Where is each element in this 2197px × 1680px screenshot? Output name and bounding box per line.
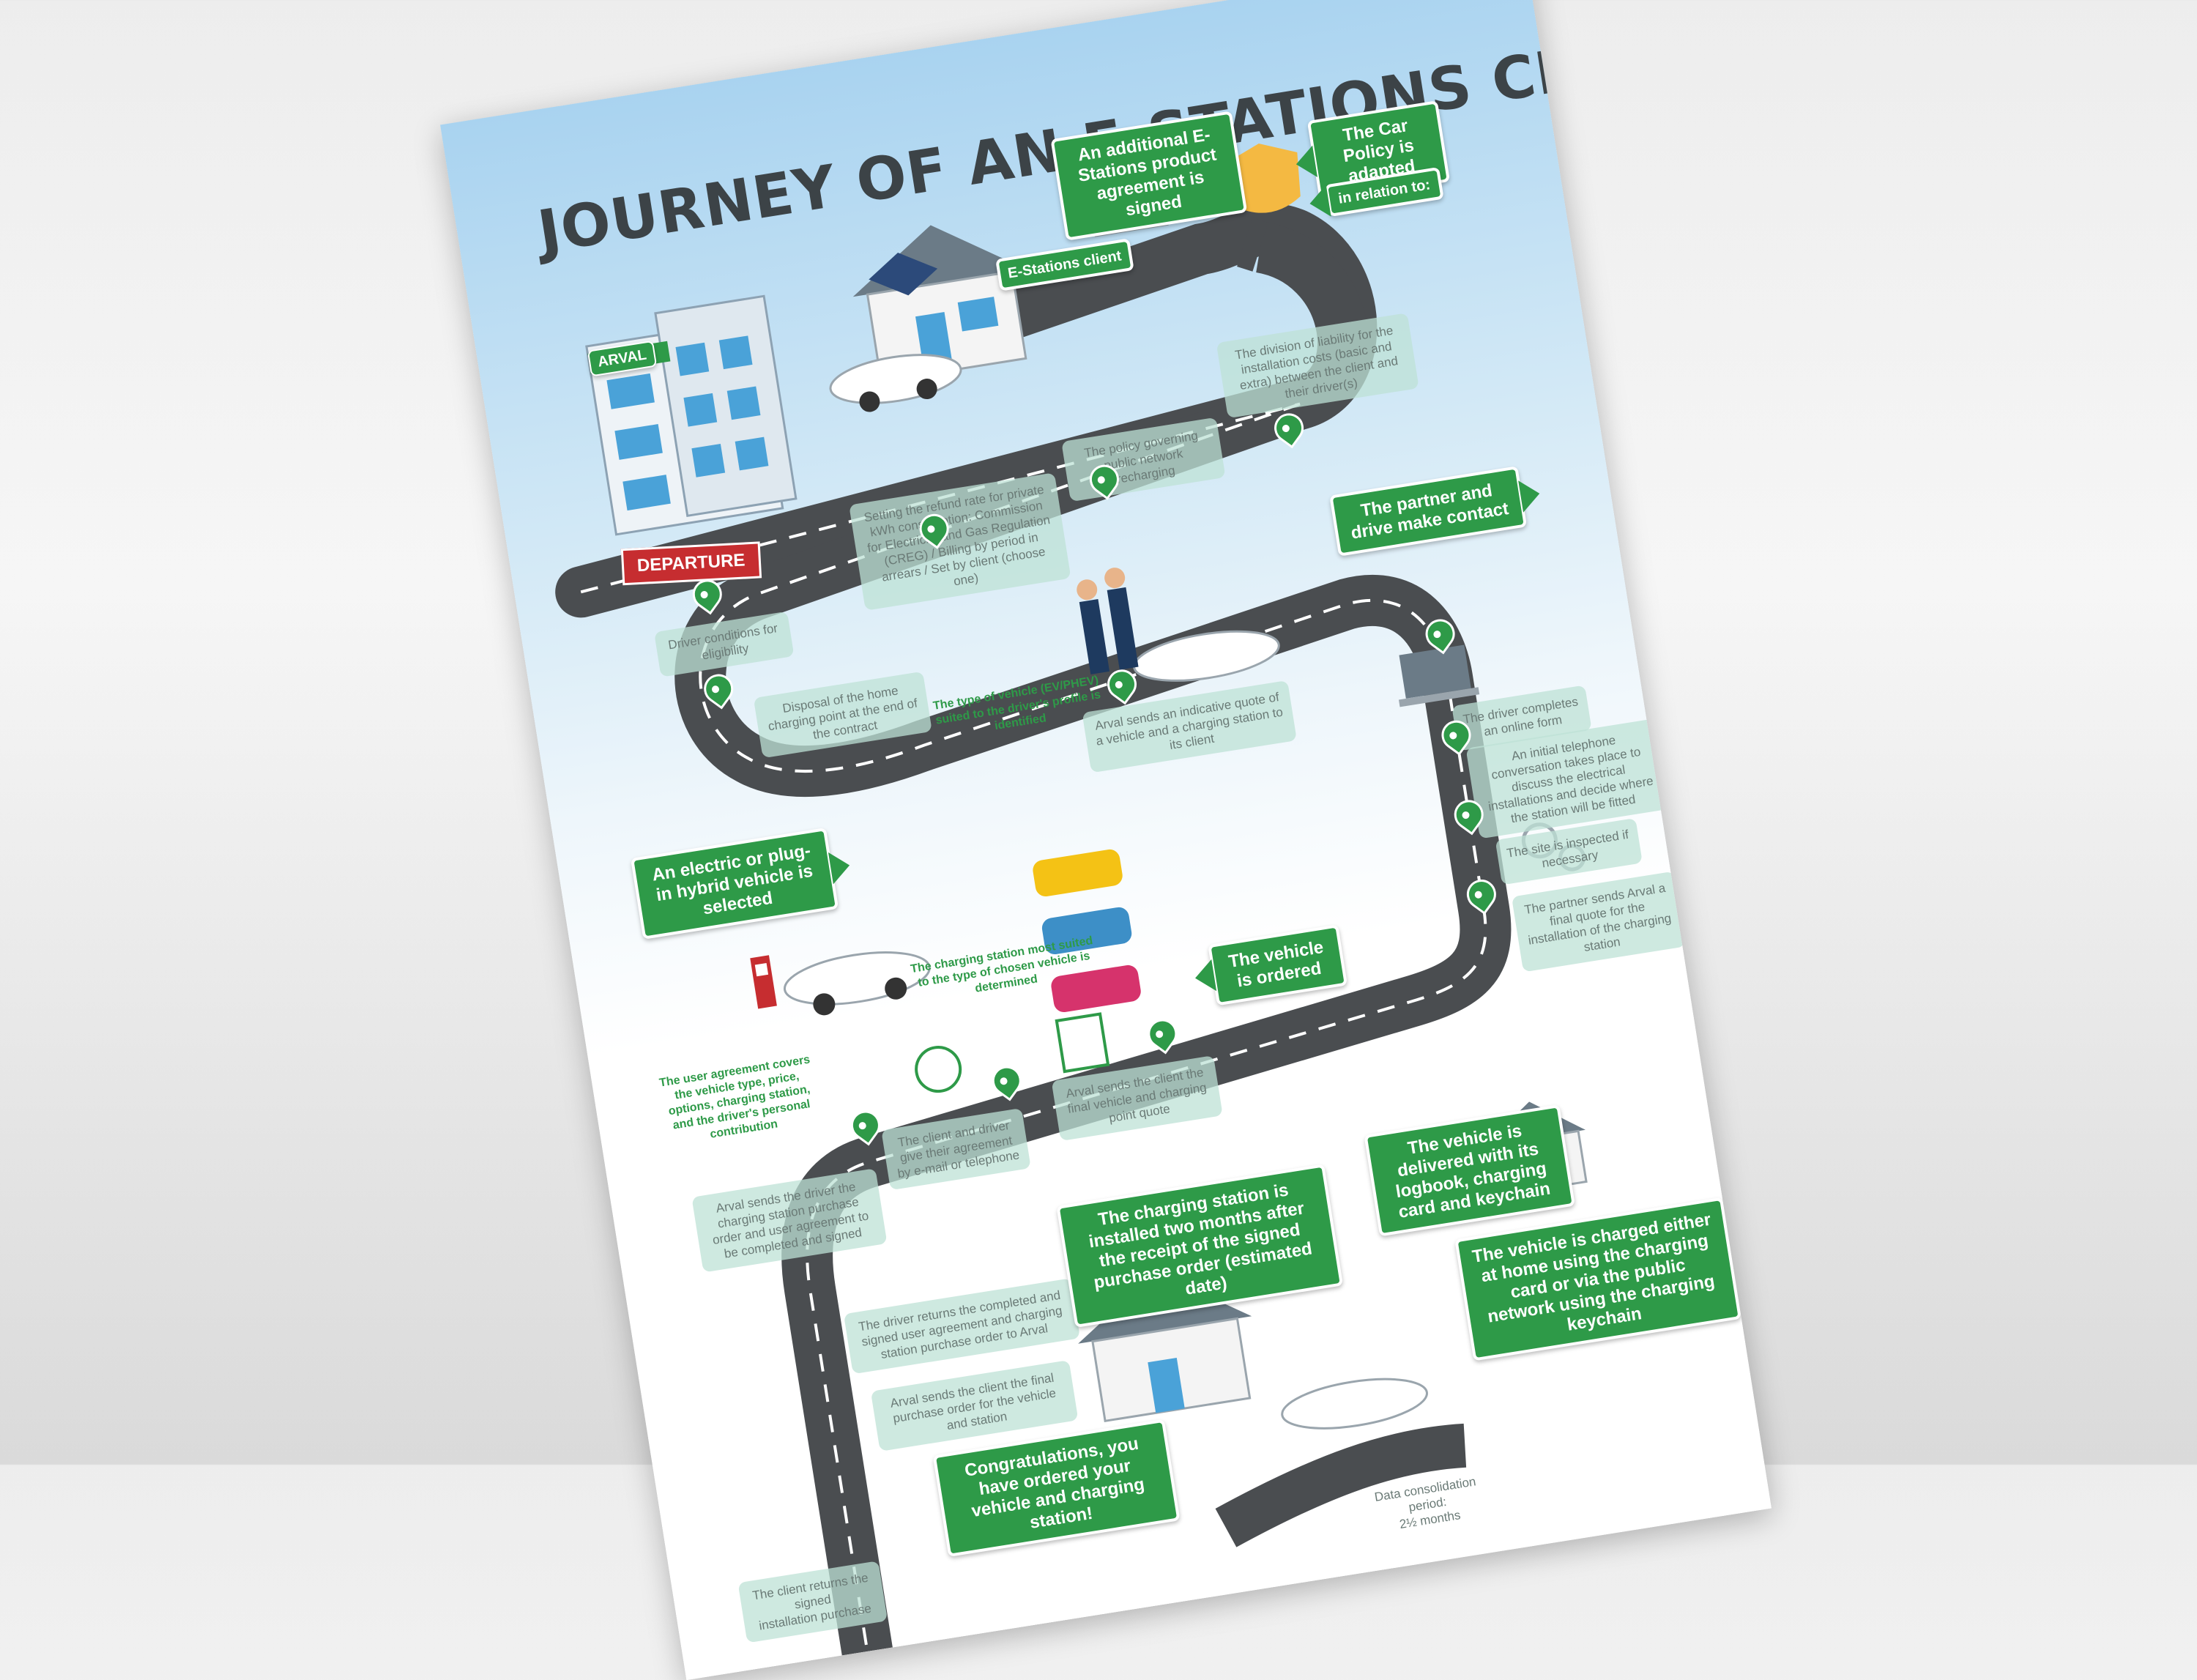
charging-station-icon <box>750 955 777 1009</box>
phone-icon <box>915 1046 962 1093</box>
cars-parking-icon <box>1033 849 1141 1013</box>
car-icon <box>1133 630 1280 682</box>
data-consolidation-months: 2½ months <box>1398 1508 1462 1532</box>
poster: JOURNEY OF AN E-STATIONS CLIENT DEPARTUR… <box>440 0 1772 1680</box>
people-handshake-icon <box>1077 568 1139 674</box>
data-consolidation-label: Data consolidation period: <box>1373 1474 1477 1514</box>
car-icon <box>829 354 962 412</box>
car-icon <box>783 951 931 1016</box>
car-icon <box>1281 1378 1428 1430</box>
road-path <box>555 144 1588 1656</box>
calculator-icon <box>1055 1012 1110 1074</box>
laptop-icon <box>1398 644 1480 707</box>
departure-sign: DEPARTURE <box>620 541 762 586</box>
arval-building <box>585 294 798 536</box>
